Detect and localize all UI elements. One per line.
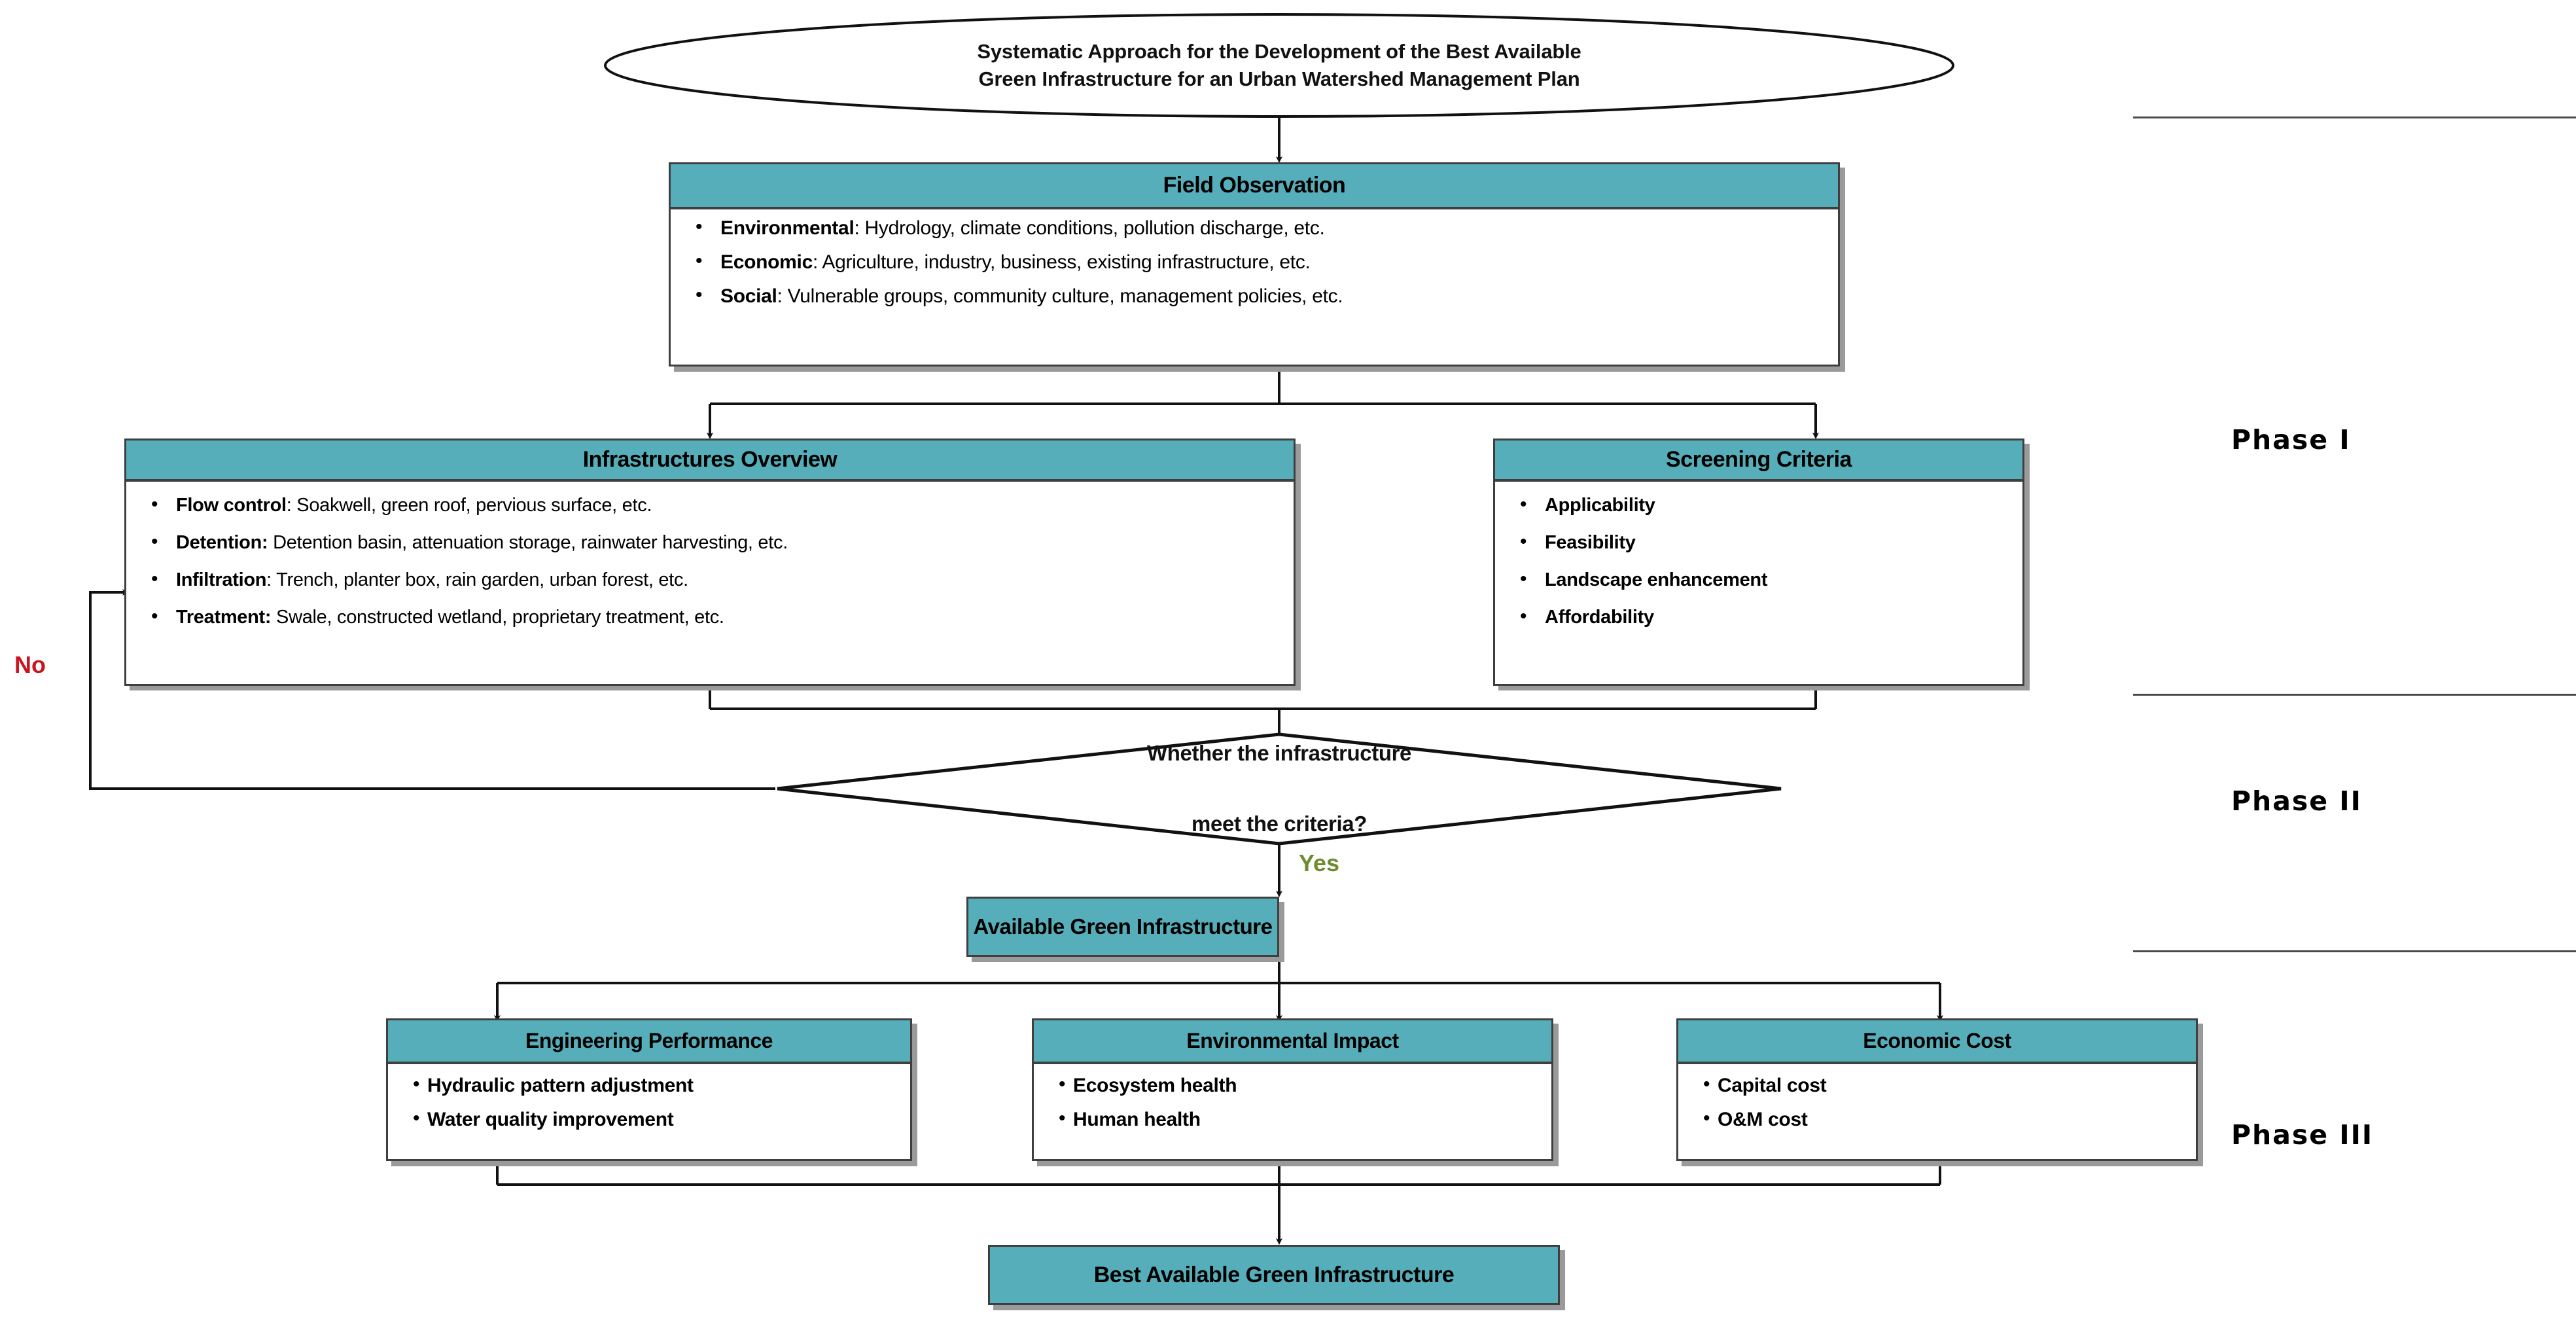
list-item-rest: : Hydrology, climate conditions, polluti…: [854, 217, 1325, 239]
node-best-available-green-infrastructure[interactable]: Best Available Green Infrastructure: [988, 1245, 1560, 1305]
diagram-title: Systematic Approach for the Development …: [625, 26, 1933, 105]
list-item: Treatment: Swale, constructed wetland, p…: [126, 607, 1294, 628]
list-item-lead: Environmental: [720, 217, 855, 239]
engineering-performance-list: Hydraulic pattern adjustment Water quali…: [388, 1075, 910, 1130]
list-item-rest: : Agriculture, industry, business, exist…: [812, 251, 1311, 273]
field-observation-header: Field Observation: [669, 162, 1840, 209]
list-item-lead: O&M cost: [1718, 1109, 1808, 1130]
list-item: Social: Vulnerable groups, community cul…: [671, 285, 1838, 307]
screening-criteria-header: Screening Criteria: [1493, 439, 2024, 482]
phase-label-1: Phase I: [2231, 424, 2351, 456]
environmental-impact-header: Environmental Impact: [1032, 1018, 1553, 1064]
list-item-lead: Treatment:: [176, 607, 272, 628]
list-item-rest: Swale, constructed wetland, proprietary …: [271, 607, 724, 628]
list-item-lead: Ecosystem health: [1073, 1075, 1237, 1096]
economic-cost-list: Capital cost O&M cost: [1678, 1075, 2196, 1130]
list-item-lead: Hydraulic pattern adjustment: [427, 1075, 694, 1096]
infrastructures-overview-header: Infrastructures Overview: [124, 439, 1296, 482]
list-item: Landscape enhancement: [1495, 569, 2022, 590]
screening-criteria-body: Applicability Feasibility Landscape enha…: [1493, 482, 2024, 686]
list-item-lead: Applicability: [1545, 495, 1655, 516]
screening-criteria-list: Applicability Feasibility Landscape enha…: [1495, 495, 2022, 628]
edge-label-yes: Yes: [1299, 850, 1340, 876]
list-item: Affordability: [1495, 607, 2022, 628]
list-item-rest: : Trench, planter box, rain garden, urba…: [266, 569, 688, 590]
engineering-performance-body: Hydraulic pattern adjustment Water quali…: [386, 1064, 912, 1161]
list-item-lead: Economic: [720, 251, 813, 273]
list-item-rest: : Vulnerable groups, community culture, …: [777, 285, 1343, 307]
list-item: Human health: [1034, 1109, 1551, 1130]
phase-label-2: Phase II: [2231, 785, 2362, 817]
node-field-observation[interactable]: Field Observation Environmental: Hydrolo…: [669, 162, 1840, 367]
node-economic-cost[interactable]: Economic Cost Capital cost O&M cost: [1676, 1018, 2198, 1161]
node-environmental-impact[interactable]: Environmental Impact Ecosystem health Hu…: [1032, 1018, 1553, 1161]
node-screening-criteria[interactable]: Screening Criteria Applicability Feasibi…: [1493, 439, 2024, 686]
list-item-lead: Landscape enhancement: [1545, 569, 1768, 590]
field-observation-list: Environmental: Hydrology, climate condit…: [671, 217, 1838, 307]
list-item: Applicability: [1495, 495, 2022, 516]
list-item: Feasibility: [1495, 532, 2022, 553]
list-item: O&M cost: [1678, 1109, 2196, 1130]
list-item: Ecosystem health: [1034, 1075, 1551, 1096]
list-item: Flow control: Soakwell, green roof, perv…: [126, 495, 1294, 516]
node-infrastructures-overview[interactable]: Infrastructures Overview Flow control: S…: [124, 439, 1296, 686]
list-item-lead: Affordability: [1545, 607, 1654, 628]
list-item-lead: Human health: [1073, 1109, 1201, 1130]
phase-separator-2: [2133, 694, 2576, 696]
environmental-impact-body: Ecosystem health Human health: [1032, 1064, 1553, 1161]
list-item-rest: : Soakwell, green roof, pervious surface…: [286, 495, 652, 516]
infrastructures-overview-list: Flow control: Soakwell, green roof, perv…: [126, 495, 1294, 628]
list-item: Detention: Detention basin, attenuation …: [126, 532, 1294, 553]
list-item-lead: Infiltration: [176, 569, 267, 590]
list-item-lead: Flow control: [176, 495, 287, 516]
list-item-lead: Capital cost: [1718, 1075, 1827, 1096]
economic-cost-body: Capital cost O&M cost: [1676, 1064, 2198, 1161]
diagram-title-line1: Systematic Approach for the Development …: [977, 40, 1581, 63]
decision-line2: meet the criteria?: [1191, 812, 1367, 836]
edge-label-no: No: [14, 651, 46, 678]
phase-separator-3: [2133, 950, 2576, 952]
engineering-performance-header: Engineering Performance: [386, 1018, 912, 1064]
phase-label-3: Phase III: [2231, 1119, 2374, 1151]
list-item-rest: Detention basin, attenuation storage, ra…: [268, 532, 788, 553]
phase-separator-1: [2133, 116, 2576, 118]
list-item: Hydraulic pattern adjustment: [388, 1075, 910, 1096]
list-item-lead: Water quality improvement: [427, 1109, 674, 1130]
node-decision: Whether the infrastructure meet the crit…: [908, 740, 1650, 838]
list-item: Capital cost: [1678, 1075, 2196, 1096]
node-engineering-performance[interactable]: Engineering Performance Hydraulic patter…: [386, 1018, 912, 1161]
environmental-impact-list: Ecosystem health Human health: [1034, 1075, 1551, 1130]
list-item-lead: Detention:: [176, 532, 268, 553]
list-item-lead: Feasibility: [1545, 532, 1636, 553]
infrastructures-overview-body: Flow control: Soakwell, green roof, perv…: [124, 482, 1296, 686]
node-available-green-infrastructure[interactable]: Available Green Infrastructure: [966, 897, 1279, 957]
list-item: Infiltration: Trench, planter box, rain …: [126, 569, 1294, 590]
list-item: Economic: Agriculture, industry, busines…: [671, 251, 1838, 273]
diagram-title-line2: Green Infrastructure for an Urban Waters…: [978, 67, 1580, 90]
field-observation-body: Environmental: Hydrology, climate condit…: [669, 209, 1840, 367]
decision-line1: Whether the infrastructure: [1147, 741, 1411, 765]
list-item: Environmental: Hydrology, climate condit…: [671, 217, 1838, 239]
economic-cost-header: Economic Cost: [1676, 1018, 2198, 1064]
list-item-lead: Social: [720, 285, 777, 307]
list-item: Water quality improvement: [388, 1109, 910, 1130]
